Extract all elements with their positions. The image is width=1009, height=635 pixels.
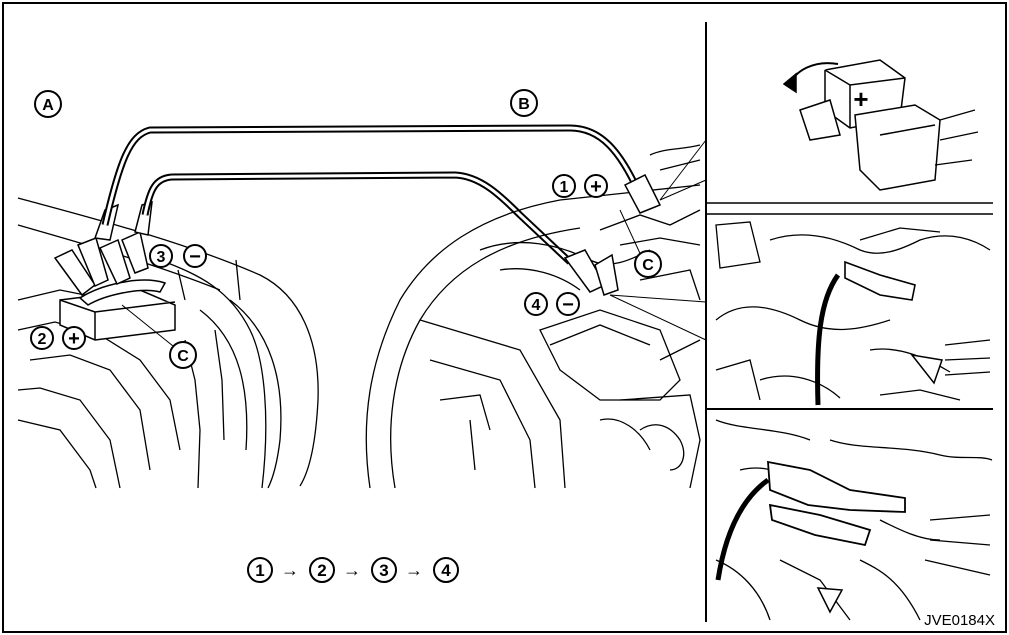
svg-text:+: + — [68, 328, 80, 350]
label-ground-c-a-text: C — [177, 348, 189, 365]
sequence-row: 1 → 2 → 3 → 4 — [248, 558, 458, 582]
step-1-positive: 1 + — [553, 175, 607, 198]
svg-text:+: + — [590, 176, 602, 198]
svg-text:1: 1 — [560, 179, 569, 196]
step-4-negative: 4 − — [525, 293, 579, 316]
sequence-arrow-3: → — [405, 560, 423, 580]
sequence-arrow-2: → — [343, 560, 361, 580]
label-ground-c-a: C — [170, 342, 196, 368]
label-ground-c-b-text: C — [642, 257, 654, 274]
label-vehicle-b: B — [511, 90, 537, 116]
svg-text:−: − — [562, 294, 574, 316]
svg-text:−: − — [189, 246, 201, 268]
sequence-step-1: 1 — [255, 561, 264, 580]
sequence-step-3: 3 — [379, 561, 388, 580]
step-2-positive: 2 + — [31, 327, 85, 350]
svg-text:4: 4 — [532, 297, 541, 314]
label-vehicle-b-text: B — [518, 96, 530, 113]
step-3-negative: 3 − — [150, 245, 206, 268]
sequence-step-4: 4 — [441, 561, 451, 580]
svg-text:3: 3 — [157, 249, 166, 266]
label-ground-c-b: C — [635, 251, 661, 277]
figure-code: JVE0184X — [924, 612, 995, 629]
sequence-arrow-1: → — [281, 560, 299, 580]
sequence-step-2: 2 — [317, 561, 326, 580]
label-vehicle-a-text: A — [42, 97, 54, 114]
label-vehicle-a: A — [35, 91, 61, 117]
svg-text:2: 2 — [38, 331, 47, 348]
